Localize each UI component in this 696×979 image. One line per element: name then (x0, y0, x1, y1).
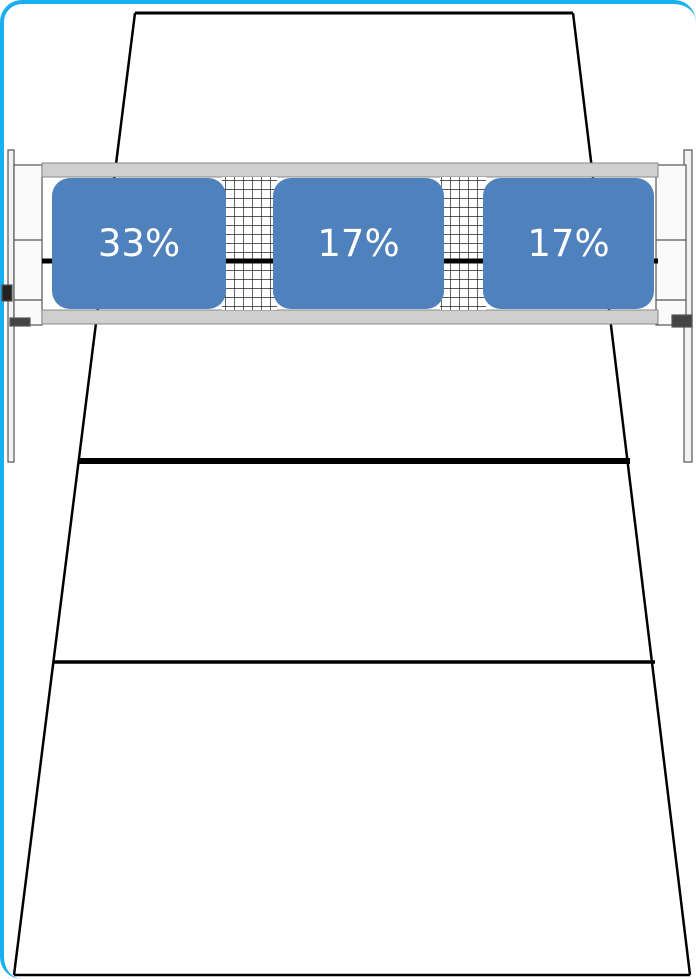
zone-percent-center: 17% (317, 222, 400, 265)
zone-box-right: 17% (483, 178, 654, 309)
right-sideline (571, 12, 692, 976)
net-mesh-right (440, 177, 486, 310)
left-sideline (12, 12, 137, 976)
zone-percent-left: 33% (97, 222, 181, 265)
net-mesh-left (222, 177, 277, 310)
left-net-post (1, 149, 43, 463)
zone-percent-right: 17% (527, 222, 610, 265)
net-bottom-band (41, 309, 659, 325)
court-lines (12, 11, 692, 977)
right-net-post (655, 149, 693, 463)
zone-box-left: 33% (52, 178, 226, 309)
zone-box-center: 17% (273, 178, 444, 309)
net-top-band (41, 162, 659, 178)
